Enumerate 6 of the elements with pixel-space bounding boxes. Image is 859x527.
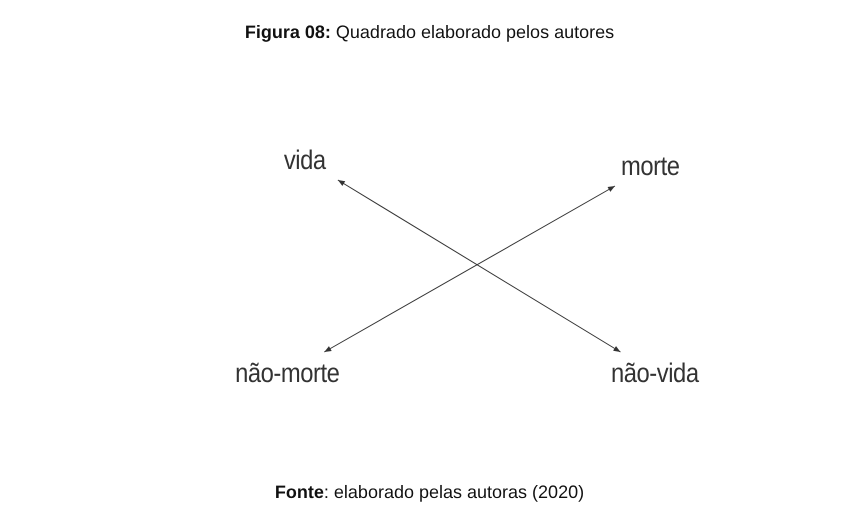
node-label: morte <box>620 150 680 182</box>
node-label: não-morte <box>235 358 340 388</box>
node-label: não-vida <box>611 358 699 388</box>
figure-title: Figura 08: Quadrado elaborado pelos autores <box>244 22 616 43</box>
node-label: vida <box>284 144 326 176</box>
figure-caption: Fonte: elaborado pelas autoras (2020) <box>274 482 586 503</box>
